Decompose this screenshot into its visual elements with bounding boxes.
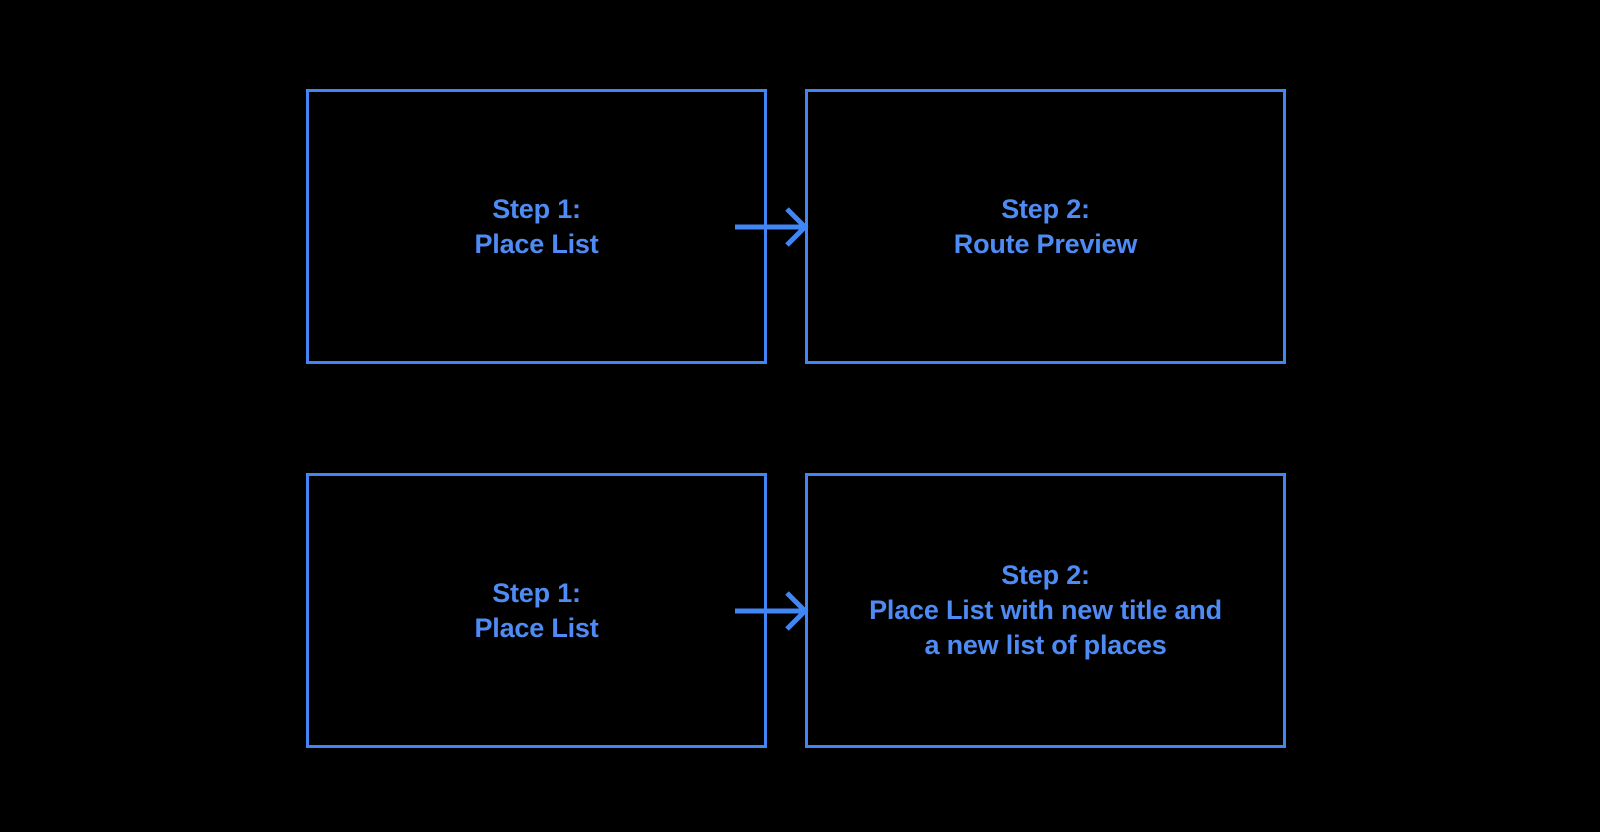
step-box-top-step-2[interactable]: Step 2: Route Preview: [805, 89, 1286, 364]
step-box-label: Step 1: Place List: [474, 193, 599, 259]
step-box-label: Step 2: Place List with new title and a …: [869, 560, 1222, 660]
flow-row-top: Step 1: Place List Step 2: Route Preview: [0, 89, 1600, 364]
step-box-label: Step 2: Route Preview: [953, 193, 1138, 259]
step-box-top-step-1[interactable]: Step 1: Place List: [306, 89, 767, 364]
step-box-label: Step 1: Place List: [474, 577, 599, 643]
flow-row-bottom: Step 1: Place List Step 2: Place List wi…: [0, 473, 1600, 748]
step-box-bottom-step-2[interactable]: Step 2: Place List with new title and a …: [805, 473, 1286, 748]
step-box-bottom-step-1[interactable]: Step 1: Place List: [306, 473, 767, 748]
